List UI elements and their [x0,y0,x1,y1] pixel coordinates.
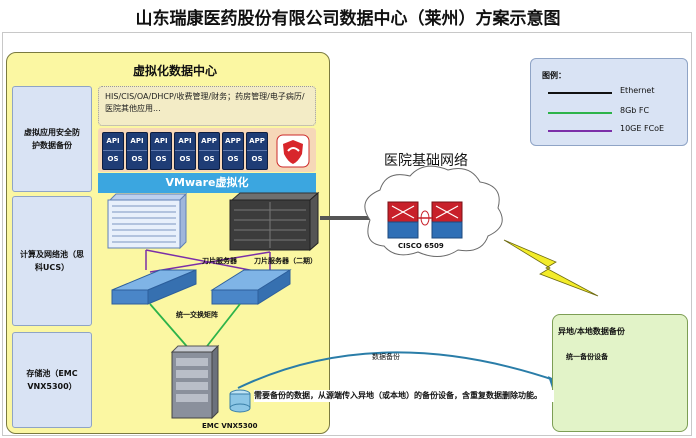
blade-left-label: 刀片服务器 [202,257,237,265]
vmware-bar: VMware虚拟化 [98,173,316,193]
compute-network-box: 计算及网络池（思科UCS） [12,196,92,326]
backup-arc-label: 数据备份 [372,353,400,361]
blade-right-label: 刀片服务器（二期） [254,257,317,265]
legend-title: 图例： [542,71,566,80]
security-backup-box: 虚拟应用安全防护数据备份 [12,86,92,192]
legend-fcoe-line [548,130,612,132]
datacenter-title: 虚拟化数据中心 [132,64,217,78]
page-title: 山东瑞康医药股份有限公司数据中心（莱州）方案示意图 [135,9,561,29]
backup-title: 异地/本地数据备份 [558,327,625,336]
storage-array-icon [170,344,220,420]
blade-server-right-icon [229,191,320,252]
storage-label: EMC VNX5300 [202,422,258,430]
legend-fc-line [548,112,612,114]
legend-ethernet-line [548,92,612,94]
fabric-label: 统一交换矩阵 [176,311,218,319]
storage-pool-label: 存储池（EMC VNX5300） [26,369,78,391]
applications-box: HIS/CIS/OA/DHCP/收费管理/财务；药房管理/电子病历/医院其他应用… [98,86,316,126]
legend-ethernet-label: Ethernet [620,86,655,95]
backup-panel [552,314,688,432]
fabric-switch-right-icon [210,269,292,305]
security-backup-label: 虚拟应用安全防护数据备份 [24,128,80,150]
compute-network-label: 计算及网络池（思科UCS） [20,250,84,272]
security-shield-icon [276,134,310,168]
core-switch-right-icon [431,201,463,239]
fabric-switch-left-icon [111,269,197,305]
diagram-frame [2,32,692,436]
backup-device-label: 统一备份设备 [566,353,608,361]
switch-label: CISCO 6509 [398,242,444,250]
legend-fc-label: 8Gb FC [620,106,650,115]
storage-disk-icon [229,389,251,413]
core-switch-left-icon [387,201,419,239]
legend-fcoe-label: 10GE FCoE [620,124,665,133]
backup-note: 需要备份的数据，从源端传入异地（或本地）的备份设备，含重复数据删除功能。 [254,390,554,402]
wan-lightning-icon [503,239,599,297]
hospital-network-title: 医院基础网络 [384,153,468,169]
backup-arc [237,351,561,389]
blade-server-left-icon [107,192,188,250]
storage-pool-box: 存储池（EMC VNX5300） [12,332,92,428]
